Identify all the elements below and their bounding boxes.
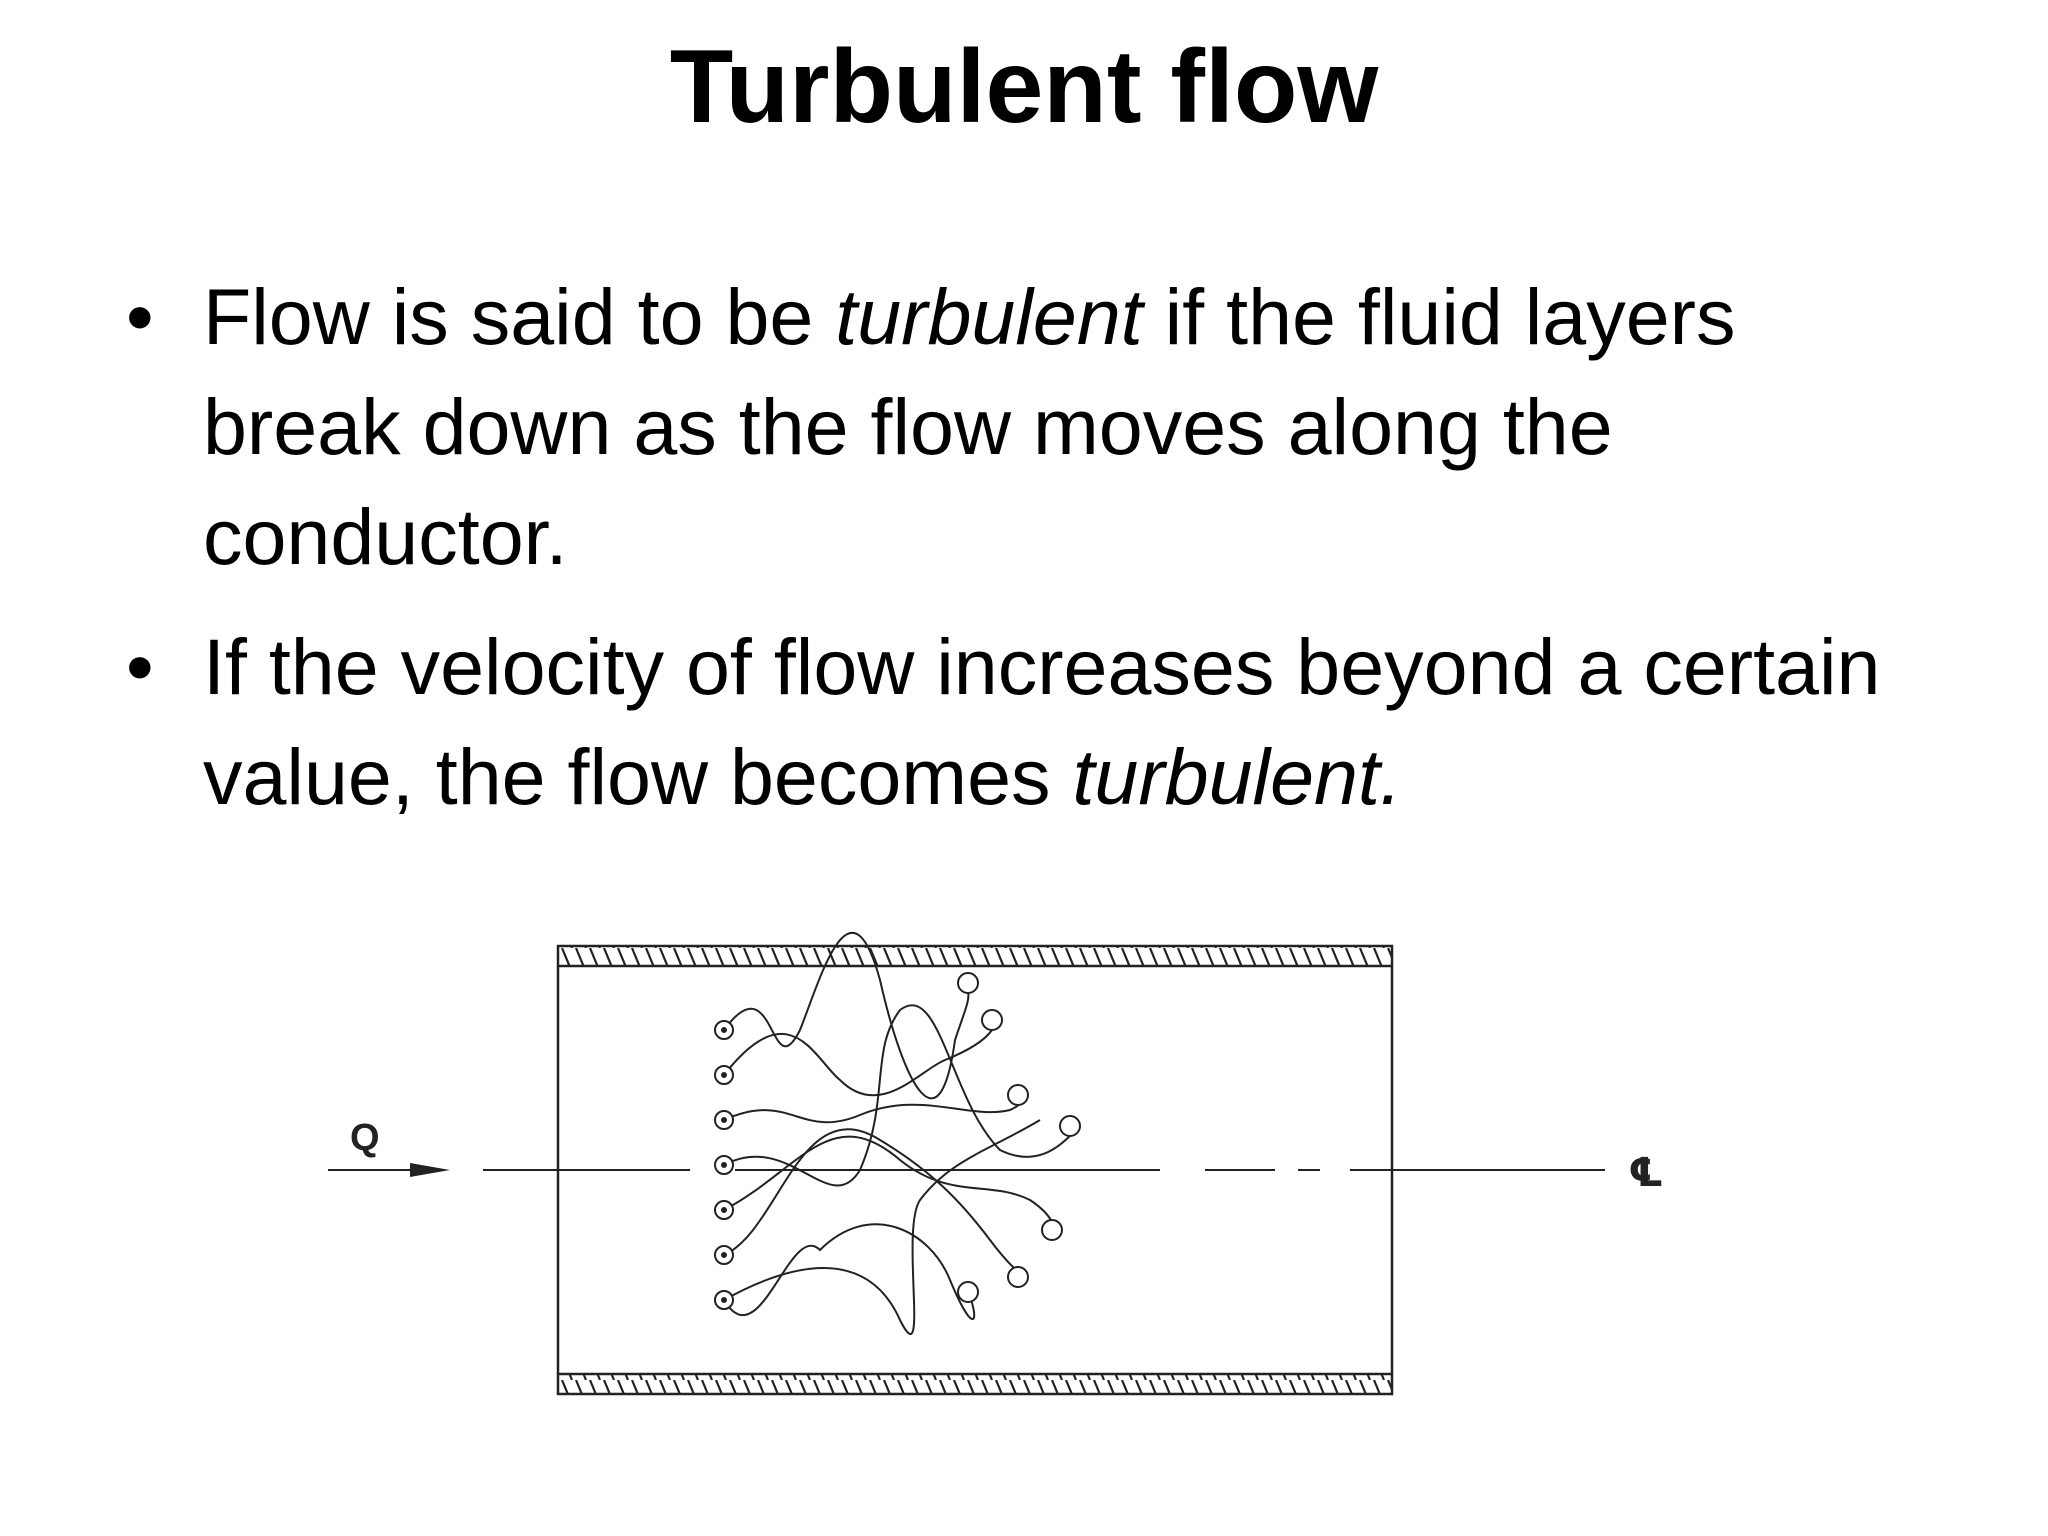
bullet-1-text-a: Flow is said to be xyxy=(203,272,836,361)
flow-arrow-icon xyxy=(410,1163,450,1177)
pipe-bottom-wall xyxy=(556,1372,1394,1396)
pipe xyxy=(556,944,1394,1396)
end-markers xyxy=(957,972,1081,1303)
centerline-symbol: ℄ xyxy=(1628,1150,1664,1196)
turbulent-pipe-diagram: Q ℄ xyxy=(328,931,1664,1396)
bullet-2-text-a: If the velocity of flow increases beyond… xyxy=(203,622,1881,821)
bullet-1-text-italic: turbulent xyxy=(835,272,1143,361)
bullet-item-1: • Flow is said to be turbulent if the fl… xyxy=(118,262,1938,592)
bullet-marker: • xyxy=(126,272,154,361)
flow-label: Q xyxy=(350,1117,380,1159)
bullet-marker: • xyxy=(126,622,154,711)
pipe-top-wall xyxy=(556,944,1394,968)
end-marker xyxy=(1041,1219,1063,1241)
bullet-2-text-italic: turbulent. xyxy=(1072,732,1402,821)
start-markers xyxy=(714,1020,734,1310)
end-marker xyxy=(1059,1115,1081,1137)
slide-title: Turbulent flow xyxy=(669,29,1379,145)
end-marker xyxy=(1007,1266,1029,1288)
bullet-item-2: • If the velocity of flow increases beyo… xyxy=(118,612,1938,832)
end-marker xyxy=(1007,1084,1029,1106)
end-marker xyxy=(957,1281,979,1303)
end-marker xyxy=(957,972,979,994)
bullet-list: • Flow is said to be turbulent if the fl… xyxy=(118,262,1938,852)
bullet-1-text-b: if the fluid layers break down as the fl… xyxy=(203,272,1736,581)
end-marker xyxy=(981,1009,1003,1031)
particle-paths xyxy=(723,931,1071,1335)
